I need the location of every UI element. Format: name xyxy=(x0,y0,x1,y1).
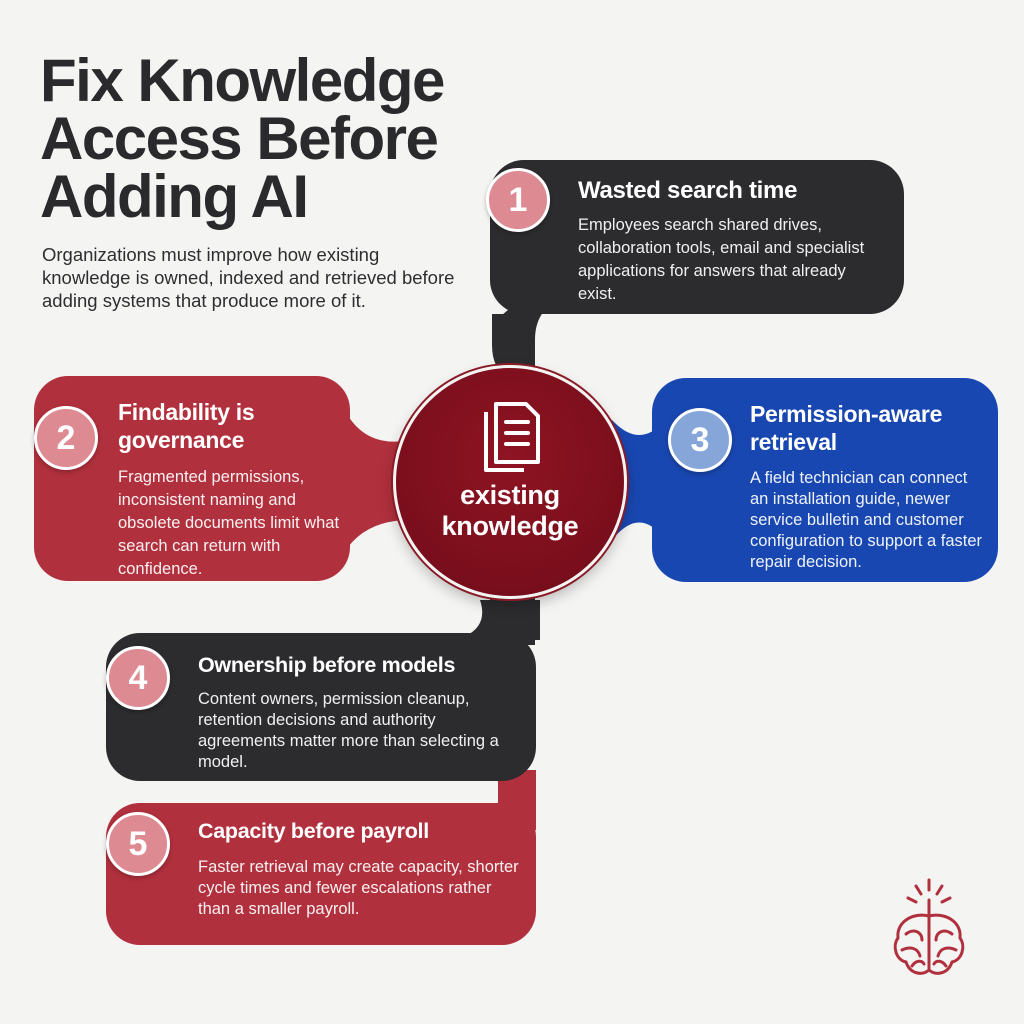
step-number-badge: 1 xyxy=(486,168,550,232)
step-title: Findability is governance xyxy=(118,399,255,453)
step-body: Faster retrieval may create capacity, sh… xyxy=(198,858,519,918)
step-card-1: Wasted search time Employees search shar… xyxy=(490,160,904,314)
step-title: Ownership before models xyxy=(198,653,456,677)
step-card-5: Capacity before payroll Faster retrieval… xyxy=(106,803,536,945)
title-line: Access Before xyxy=(40,105,439,172)
hub-label: existing knowledge xyxy=(441,480,579,541)
connector-hub-to-step-1-bar xyxy=(496,300,560,372)
central-hub: existing knowledge xyxy=(393,365,627,599)
connector-step-4-joint xyxy=(455,600,540,640)
step-title: Permission-aware retrieval xyxy=(750,401,943,455)
step-body: A field technician can connect an instal… xyxy=(750,469,983,571)
title-line: Fix Knowledge xyxy=(40,47,445,114)
step-card-2: Findability is governance Fragmented per… xyxy=(34,376,350,581)
page-subtitle: Organizations must improve how existing … xyxy=(42,244,455,311)
brain-logo-icon xyxy=(893,878,965,975)
step-number-badge: 5 xyxy=(106,812,170,876)
step-number-badge: 3 xyxy=(668,408,732,472)
step-number-badge: 2 xyxy=(34,406,98,470)
step-body: Employees search shared drives, collabor… xyxy=(578,216,865,303)
connector-hub-to-step-3 xyxy=(612,420,665,540)
step-title: Capacity before payroll xyxy=(198,819,429,843)
step-card-4: Ownership before models Content owners, … xyxy=(106,633,536,781)
step-title: Wasted search time xyxy=(578,177,798,204)
document-icon xyxy=(484,402,540,472)
step-body: Content owners, permission cleanup, rete… xyxy=(198,690,499,771)
step-number-badge: 4 xyxy=(106,646,170,710)
title-line: Adding AI xyxy=(40,163,309,230)
step-body: Fragmented permissions, inconsistent nam… xyxy=(118,468,340,578)
page-title: Fix Knowledge Access Before Adding AI xyxy=(40,47,560,230)
connector-hub-to-step-2 xyxy=(340,400,410,560)
